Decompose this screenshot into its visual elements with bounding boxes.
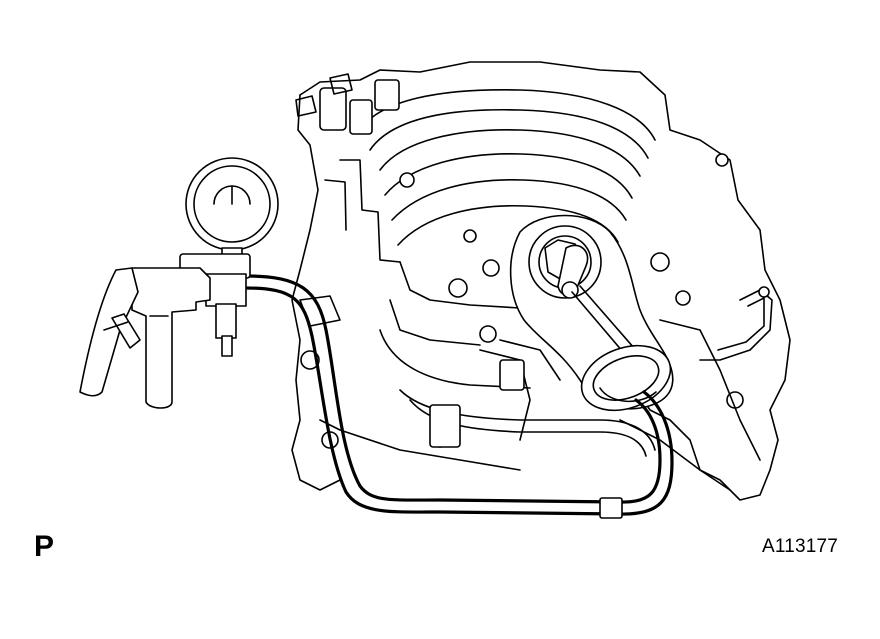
view-letter: P [34, 530, 55, 563]
figure-id: A113177 [762, 536, 839, 557]
hand-vacuum-pump [79, 157, 279, 409]
vacuum-actuator [509, 214, 674, 412]
intake-manifold [291, 61, 791, 501]
vacuum-hose [244, 274, 674, 519]
